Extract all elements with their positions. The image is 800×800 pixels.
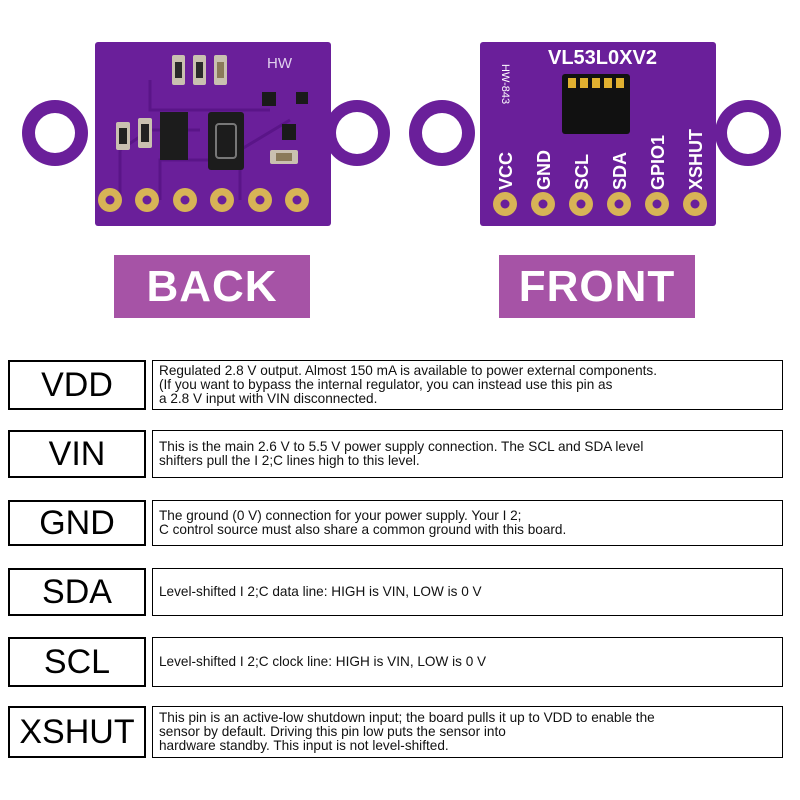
front-board: VL53L0XV2 HW-843 VCC GND SCL SDA GPIO1 X… xyxy=(409,42,781,226)
back-board: HW xyxy=(22,42,390,226)
back-components xyxy=(116,55,308,170)
model-label: HW-843 xyxy=(499,64,511,104)
pin-row-scl: SCL Level-shifted I 2;C clock line: HIGH… xyxy=(8,637,792,687)
pin-name-scl: SCL xyxy=(8,637,146,687)
front-pin-pads xyxy=(493,192,707,216)
sensor-chip xyxy=(562,74,630,134)
pin-name-xshut: XSHUT xyxy=(8,706,146,758)
pin-name-gnd: GND xyxy=(8,500,146,546)
back-pin-pads xyxy=(98,188,309,212)
pin-name-vdd: VDD xyxy=(8,360,146,410)
pin-row-vin: VIN This is the main 2.6 V to 5.5 V powe… xyxy=(8,430,792,478)
front-pin-label-scl: SCL xyxy=(572,154,592,190)
pin-description-xshut: This pin is an active-low shutdown input… xyxy=(152,706,783,758)
pin-description-gnd: The ground (0 V) connection for your pow… xyxy=(152,500,783,546)
sensor-chip-contacts xyxy=(568,78,624,88)
pin-description-vdd: Regulated 2.8 V output. Almost 150 mA is… xyxy=(152,360,783,410)
chip-label: VL53L0XV2 xyxy=(548,47,657,69)
pin-description-sda: Level-shifted I 2;C data line: HIGH is V… xyxy=(152,568,783,616)
pin-name-vin: VIN xyxy=(8,430,146,478)
front-pin-label-vcc: VCC xyxy=(496,152,516,190)
boards-illustration: HW VL53L0XV2 HW-843 VCC GND SCL xyxy=(22,42,781,226)
front-pin-label-gnd: GND xyxy=(534,150,554,190)
front-pin-label-sda: SDA xyxy=(610,152,630,190)
pin-row-xshut: XSHUT This pin is an active-low shutdown… xyxy=(8,706,792,758)
pin-row-gnd: GND The ground (0 V) connection for your… xyxy=(8,500,792,546)
pin-row-sda: SDA Level-shifted I 2;C data line: HIGH … xyxy=(8,568,792,616)
front-label: FRONT xyxy=(499,255,695,318)
back-label: BACK xyxy=(114,255,310,318)
front-pin-label-xshut: XSHUT xyxy=(686,129,706,190)
pin-description-scl: Level-shifted I 2;C clock line: HIGH is … xyxy=(152,637,783,687)
pin-row-vdd: VDD Regulated 2.8 V output. Almost 150 m… xyxy=(8,360,792,410)
pin-name-sda: SDA xyxy=(8,568,146,616)
pin-description-vin: This is the main 2.6 V to 5.5 V power su… xyxy=(152,430,783,478)
back-silkscreen-text: HW xyxy=(267,55,293,72)
front-pin-label-gpio1: GPIO1 xyxy=(648,135,668,190)
